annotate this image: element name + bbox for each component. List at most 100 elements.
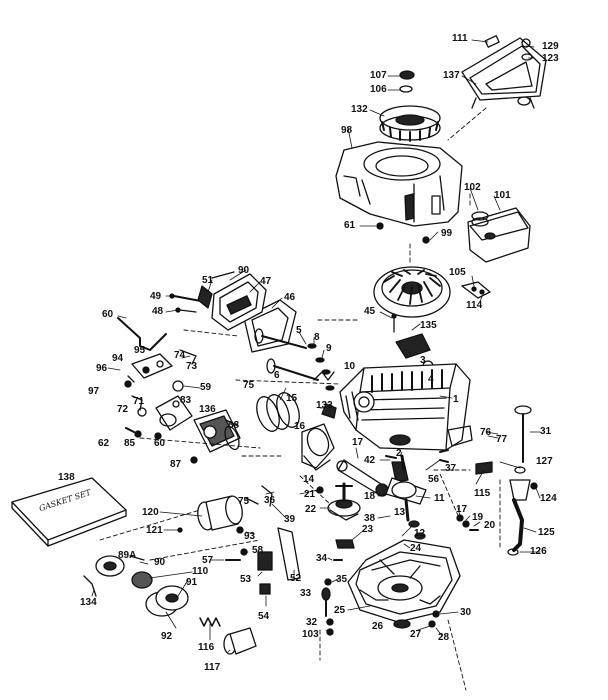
callout-54: 54 (258, 611, 270, 622)
callout-46: 46 (284, 292, 296, 303)
callout-91: 91 (186, 577, 198, 588)
flywheel (373, 266, 451, 318)
callout-133: 133 (316, 400, 333, 411)
callout-105: 105 (449, 267, 466, 278)
crankshaft (385, 454, 427, 522)
air-cleaner-cover (461, 35, 547, 109)
callout-57: 57 (202, 555, 214, 566)
callout-93: 93 (244, 531, 256, 542)
callout-37: 37 (445, 463, 457, 474)
callout-87: 87 (170, 459, 182, 470)
callout-24: 24 (410, 543, 422, 554)
callout-73: 73 (186, 361, 198, 372)
callout-5: 5 (296, 325, 302, 336)
callout-116: 116 (198, 642, 215, 653)
callout-92: 92 (161, 631, 173, 642)
callout-127: 127 (536, 456, 553, 467)
throttle-bracket (124, 349, 197, 388)
callout-56: 56 (428, 474, 440, 485)
callout-6: 6 (274, 370, 280, 381)
callout-134: 134 (80, 597, 97, 608)
callout-90-top: 90 (238, 265, 250, 276)
callout-125: 125 (538, 527, 555, 538)
piston (301, 423, 335, 471)
starter-pulley (95, 555, 145, 577)
callout-103: 103 (302, 629, 319, 640)
callout-138: 138 (58, 472, 75, 483)
callout-19: 19 (472, 512, 484, 523)
callout-58: 58 (252, 545, 264, 556)
cap-nut (399, 70, 415, 93)
callout-22: 22 (305, 504, 317, 515)
muffler-bracket (461, 281, 491, 299)
head-gasket (243, 299, 297, 353)
callout-120: 120 (142, 507, 159, 518)
callout-88: 88 (228, 420, 240, 431)
callout-25: 25 (334, 605, 346, 616)
gasket-set-card (11, 477, 127, 547)
callout-117: 117 (204, 662, 221, 673)
callout-137: 137 (443, 70, 460, 81)
callout-34: 34 (316, 553, 328, 564)
blower-housing (335, 141, 463, 227)
callout-115: 115 (474, 488, 491, 499)
callout-17-top: 17 (352, 437, 364, 448)
callout-3: 3 (420, 355, 426, 366)
leader-lines (91, 39, 541, 653)
callout-53: 53 (240, 574, 252, 585)
callout-94: 94 (112, 353, 124, 364)
callout-11: 11 (434, 493, 445, 504)
valves (254, 328, 335, 391)
callout-129: 129 (542, 41, 559, 52)
callout-89A: 89A (118, 550, 137, 561)
air-filter-element (379, 105, 441, 142)
rope-pulley (145, 585, 189, 617)
callout-33: 33 (300, 588, 312, 599)
callout-110: 110 (192, 566, 209, 577)
starter-cylinder (197, 495, 243, 531)
callout-107: 107 (370, 70, 387, 81)
connecting-rod (316, 459, 389, 497)
callout-45: 45 (364, 306, 376, 317)
callout-98: 98 (341, 125, 353, 136)
callout-23: 23 (362, 524, 374, 535)
callout-74: 74 (174, 350, 186, 361)
callout-75-mid: 75 (238, 496, 250, 507)
callout-52: 52 (290, 573, 302, 584)
callout-15: 15 (286, 393, 298, 404)
callout-32: 32 (306, 617, 318, 628)
callout-60-mid: 60 (154, 438, 166, 449)
camshaft-gear (327, 482, 361, 521)
callout-16: 16 (294, 421, 306, 432)
governor-parts (257, 527, 301, 595)
callout-85: 85 (124, 438, 136, 449)
carb-body (155, 395, 193, 431)
callout-77: 77 (496, 434, 508, 445)
callout-83: 83 (180, 395, 192, 406)
callout-9-top: 9 (326, 343, 332, 354)
callout-14: 14 (303, 474, 315, 485)
callout-71: 71 (133, 396, 145, 407)
callout-97: 97 (88, 386, 100, 397)
callout-106: 106 (370, 84, 387, 95)
callout-42: 42 (364, 455, 376, 466)
callout-17-bot: 17 (456, 504, 468, 515)
callout-114: 114 (466, 300, 483, 311)
starter-clutch (223, 627, 257, 655)
callout-75-top: 75 (243, 380, 255, 391)
callout-27: 27 (410, 629, 422, 640)
callout-72: 72 (117, 404, 129, 415)
control-rod (117, 317, 167, 351)
side-gasket (447, 425, 473, 447)
assembly-guide-lines (99, 107, 501, 691)
muffler (467, 207, 531, 263)
breather-cover (211, 273, 267, 331)
callout-2: 2 (396, 448, 402, 459)
dipstick (514, 405, 532, 463)
callout-61: 61 (344, 220, 356, 231)
callout-47: 47 (260, 276, 272, 287)
callout-1: 1 (453, 394, 459, 405)
callout-8-top: 8 (314, 332, 320, 343)
callout-26: 26 (372, 621, 384, 632)
